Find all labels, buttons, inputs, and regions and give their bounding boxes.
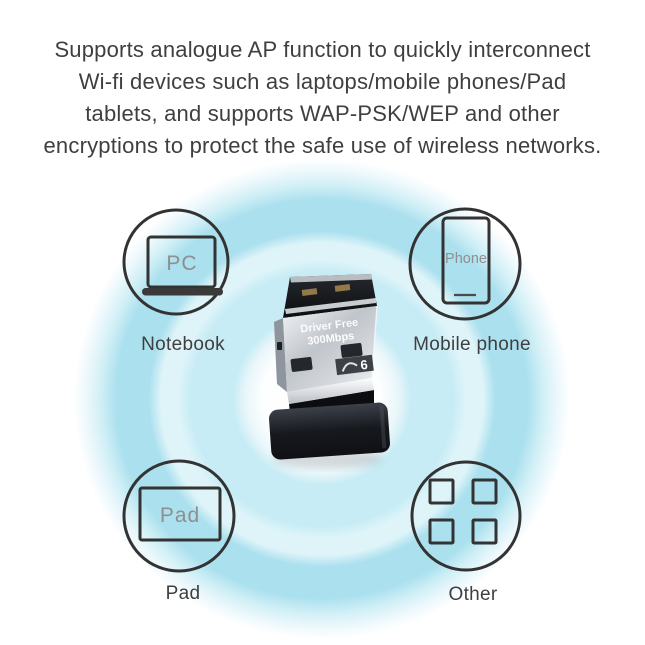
square-top-right: [471, 478, 498, 505]
pad-screen-label: Pad: [160, 504, 200, 527]
square-top-left: [428, 478, 455, 505]
square-bottom-right: [471, 518, 498, 545]
usb-bottom-band: [287, 378, 374, 404]
badge-number: 6: [360, 357, 369, 373]
usb-front-face: [283, 306, 377, 392]
description-line: tablets, and supports WAP-PSK/WEP and ot…: [85, 101, 560, 126]
brand-badge: 6: [335, 354, 374, 376]
badge-swoosh: [341, 362, 358, 372]
device-label-notebook: Notebook: [141, 334, 225, 355]
phone-body: [441, 216, 491, 305]
description-line: encryptions to protect the safe use of w…: [43, 133, 602, 158]
phone-circle: [408, 207, 522, 321]
laptop-screen: [146, 235, 217, 289]
description-text: Supports analogue AP function to quickly…: [0, 34, 645, 162]
usb-plug: Driver Free 300Mbps 6: [274, 274, 378, 404]
device-label-mobile-phone: Mobile phone: [413, 334, 531, 355]
usb-slot-left: [290, 356, 313, 372]
adapter-body: [269, 402, 390, 460]
usb-side-hole: [277, 342, 282, 350]
usb-top-rim: [290, 274, 372, 283]
notebook-icon: PC: [122, 208, 230, 316]
description-line: Wi-fi devices such as laptops/mobile pho…: [78, 69, 567, 94]
other-devices-icon: [410, 460, 522, 572]
usb-slot-right: [340, 342, 363, 358]
laptop-base: [142, 288, 223, 296]
usb-gold-contact: [301, 288, 318, 296]
square-bottom-left: [428, 518, 455, 545]
phone-screen-label: Phone: [445, 251, 487, 267]
pad-body: [138, 486, 222, 542]
other-circle: [410, 460, 522, 572]
laptop-screen-label: PC: [166, 252, 197, 275]
description-line: Supports analogue AP function to quickly…: [54, 37, 591, 62]
usb-wifi-adapter: Driver Free 300Mbps 6: [269, 274, 390, 468]
usb-side-face: [274, 318, 287, 392]
notebook-circle: [122, 208, 230, 316]
usb-gold-contact: [334, 284, 351, 292]
adapter-print: Driver Free 300Mbps: [300, 317, 359, 348]
device-label-pad: Pad: [165, 583, 201, 604]
adapter-print-line2: 300Mbps: [307, 330, 355, 348]
mobile-phone-icon: Phone: [408, 207, 522, 321]
pad-icon: Pad: [122, 459, 236, 573]
usb-top-stripe: [285, 298, 376, 314]
device-label-other: Other: [448, 584, 498, 605]
pad-circle: [122, 459, 236, 573]
